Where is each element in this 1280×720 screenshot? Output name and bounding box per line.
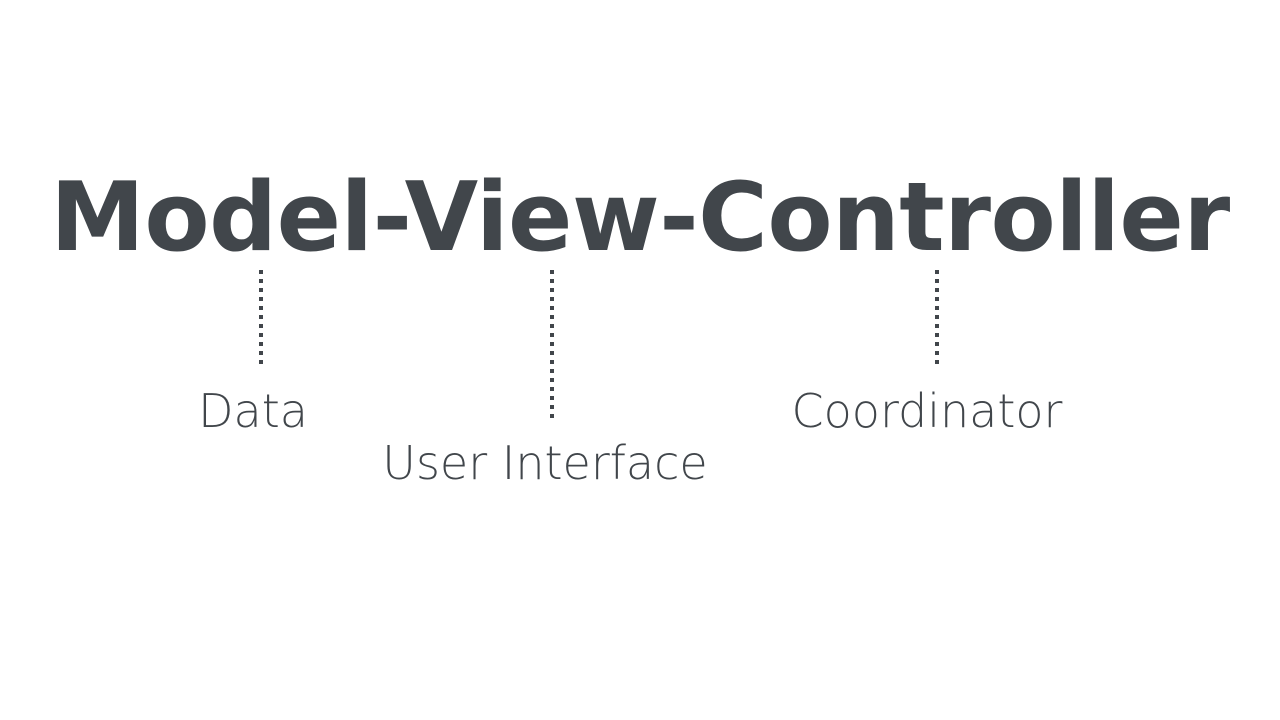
connector-line-controller <box>935 270 939 366</box>
annotation-label-view: User Interface <box>382 436 708 490</box>
connector-line-view <box>550 270 554 420</box>
connector-line-model <box>259 270 263 366</box>
annotation-label-controller: Coordinator <box>791 384 1063 438</box>
annotation-label-model: Data <box>198 384 308 438</box>
page-title: Model-View-Controller <box>50 163 1230 273</box>
